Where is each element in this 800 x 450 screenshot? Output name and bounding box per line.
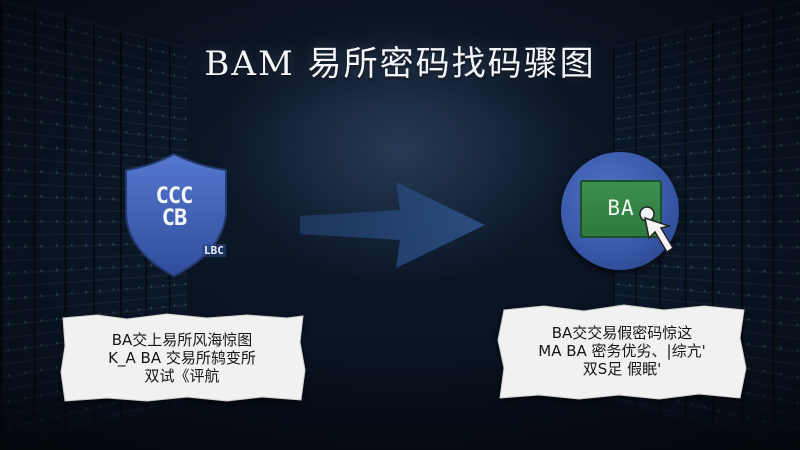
note-right-line-3: 双S足 假眠' xyxy=(582,360,662,378)
shield-code-text: CCC CB xyxy=(155,184,194,231)
note-card-left: BA交上易所风海惊图 K_A BA 交易所鸫变所 双试《评航 xyxy=(57,312,307,404)
badge-card-text: BA xyxy=(607,196,635,220)
note-right-text: BA交交易假密码惊这 MA BA 密务优劣、|综亢' 双S足 假眠' xyxy=(494,324,750,378)
note-left-line-2: K_A BA 交易所鸫变所 xyxy=(108,349,256,367)
shield-tag-label: LBC xyxy=(202,244,226,257)
note-left-line-1: BA交上易所风海惊图 xyxy=(111,331,253,349)
note-card-right: BA交交易假密码惊这 MA BA 密务优劣、|综亢' 双S足 假眠' xyxy=(494,302,750,402)
note-left-text: BA交上易所风海惊图 K_A BA 交易所鸫变所 双试《评航 xyxy=(57,331,307,385)
shield-icon: CCC CB LBC xyxy=(118,152,236,280)
note-right-line-2: MA BA 密务优劣、|综亢' xyxy=(538,342,706,360)
verified-card-icon: BA xyxy=(561,152,691,272)
cursor-hand-icon xyxy=(639,206,675,254)
note-right-line-1: BA交交易假密码惊这 xyxy=(551,324,693,342)
slide-title: BAM 易所密码找码骤图 xyxy=(204,44,596,84)
arrow-right-icon xyxy=(300,182,485,268)
shield-shape xyxy=(125,152,227,278)
note-left-line-3: 双试《评航 xyxy=(144,367,220,385)
